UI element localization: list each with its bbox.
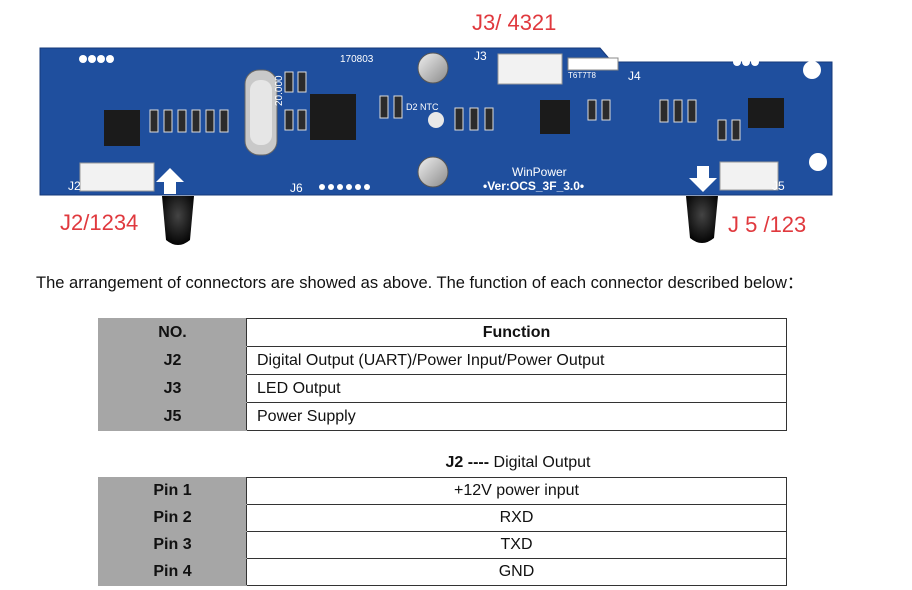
svg-text:J4: J4 (628, 69, 641, 83)
cell-value: RXD (246, 504, 787, 532)
connector-j5 (719, 161, 779, 191)
j2-title-bold: J2 ---- (445, 454, 490, 471)
svg-text:T6T7T8: T6T7T8 (568, 71, 597, 80)
label-j5: J 5 /123 (728, 212, 807, 237)
cell-no: J3 (98, 374, 247, 403)
table-header-row: NO. Function (98, 318, 787, 347)
mcu-chip (310, 94, 356, 140)
cable-plug-right (686, 196, 718, 243)
cell-pin: Pin 2 (98, 504, 247, 532)
svg-text:J5: J5 (772, 179, 785, 193)
circuit-board-photo: WinPower •Ver:OCS_3F_3.0• 20.000 J4 J6 J… (39, 47, 833, 245)
table-row: J5 Power Supply (98, 402, 787, 431)
cell-no: J2 (98, 346, 247, 375)
arrow-down-icon (689, 166, 717, 192)
label-j2: J2/1234 (60, 210, 139, 235)
cable-plug-left (162, 196, 194, 245)
j2-title-rest: Digital Output (489, 454, 591, 471)
j2-pin-table: Pin 1 +12V power input Pin 2 RXD Pin 3 T… (98, 477, 787, 586)
arrow-up-icon (156, 168, 184, 194)
screw-bottom (417, 156, 449, 188)
intro-paragraph: The arrangement of connectors are showed… (36, 274, 804, 292)
cell-function: LED Output (246, 374, 787, 403)
mounting-holes (803, 61, 827, 171)
table-row: Pin 2 RXD (98, 504, 787, 532)
table-row: Pin 1 +12V power input (98, 477, 787, 505)
connector-function-table: NO. Function J2 Digital Output (UART)/Po… (98, 318, 787, 431)
table-row: J2 Digital Output (UART)/Power Input/Pow… (98, 346, 787, 375)
cell-value: TXD (246, 531, 787, 559)
svg-text:J3: J3 (474, 49, 487, 63)
cell-pin: Pin 3 (98, 531, 247, 559)
cell-no: J5 (98, 402, 247, 431)
label-j3: J3/ 4321 (472, 10, 557, 35)
cell-function: Digital Output (UART)/Power Input/Power … (246, 346, 787, 375)
cell-pin: Pin 1 (98, 477, 247, 505)
cell-pin: Pin 4 (98, 558, 247, 586)
header-function: Function (246, 318, 787, 347)
svg-text:20.000: 20.000 (274, 75, 285, 106)
svg-text:J2: J2 (68, 179, 81, 193)
screw-top (417, 52, 449, 84)
svg-text:170803: 170803 (340, 54, 374, 65)
table-row: Pin 4 GND (98, 558, 787, 586)
board-version: •Ver:OCS_3F_3.0• (483, 179, 584, 193)
svg-text:J6: J6 (290, 181, 303, 195)
table-row: J3 LED Output (98, 374, 787, 403)
connector-j2 (79, 162, 155, 192)
cell-value: GND (246, 558, 787, 586)
svg-text:D2 NTC: D2 NTC (406, 102, 439, 112)
header-no: NO. (98, 318, 247, 347)
board-brand: WinPower (512, 165, 567, 179)
j2-table-title: J2 ---- Digital Output (98, 454, 912, 472)
connector-j3 (497, 53, 563, 85)
cell-function: Power Supply (246, 402, 787, 431)
table-row: Pin 3 TXD (98, 531, 787, 559)
cell-value: +12V power input (246, 477, 787, 505)
